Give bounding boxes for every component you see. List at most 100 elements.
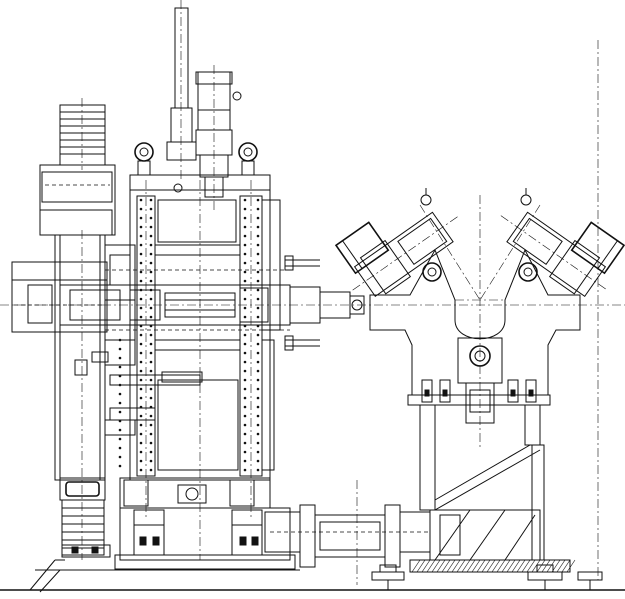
bolt-dot xyxy=(243,288,247,292)
bolt-dot xyxy=(256,216,260,220)
hatch-line xyxy=(471,559,481,573)
bolt-dot xyxy=(256,378,260,382)
bolt-dot xyxy=(139,297,143,301)
bolt-dot xyxy=(118,437,122,441)
hatch-line xyxy=(466,559,476,573)
bolt-dot xyxy=(149,315,153,319)
bolt-dot xyxy=(256,432,260,436)
hatch-line xyxy=(446,559,456,573)
bolt-dot xyxy=(118,410,122,414)
bolt-dot xyxy=(118,356,122,360)
bolt-dot xyxy=(256,414,260,418)
hatch-line xyxy=(431,559,441,573)
bolt-dot xyxy=(139,333,143,337)
bolt-dot xyxy=(243,198,247,202)
bolt-dot xyxy=(149,342,153,346)
v-head-left-motor xyxy=(334,221,390,275)
bolt-dot xyxy=(256,306,260,310)
bolt-dot xyxy=(243,252,247,256)
hatch-line xyxy=(436,559,446,573)
bolt-dot xyxy=(256,207,260,211)
bolt-dot xyxy=(243,351,247,355)
bolt-dot xyxy=(149,252,153,256)
bolt-dot xyxy=(139,387,143,391)
bolt-dot xyxy=(149,414,153,418)
bolt-dot xyxy=(243,234,247,238)
bolt-dot xyxy=(243,387,247,391)
hatch-line xyxy=(511,559,521,573)
bolt-dot xyxy=(139,369,143,373)
bolt-dot xyxy=(256,396,260,400)
v-head-pivots xyxy=(419,188,541,301)
bolt-dot xyxy=(256,234,260,238)
bolt-dot xyxy=(243,270,247,274)
frame-step-plate xyxy=(109,374,201,421)
main-frame xyxy=(129,174,271,560)
bolt-dot xyxy=(118,455,122,459)
spindle-nose xyxy=(284,255,365,351)
hatch-line xyxy=(476,559,486,573)
bolt-dot xyxy=(256,441,260,445)
bolt-dot xyxy=(243,405,247,409)
bolt-dot xyxy=(139,207,143,211)
bolt-dot xyxy=(149,351,153,355)
bolt-dot xyxy=(139,459,143,463)
bolt-dot xyxy=(149,279,153,283)
bolt-dot xyxy=(139,225,143,229)
bolt-dot xyxy=(149,396,153,400)
bolt-dot xyxy=(149,468,153,472)
left-plate-stack xyxy=(59,98,106,170)
bolt-dot xyxy=(243,333,247,337)
bolt-dot xyxy=(256,252,260,256)
frame-right-plate xyxy=(261,199,281,471)
v-head-clamps xyxy=(407,379,551,406)
hatch-line xyxy=(556,559,566,573)
bolt-dot xyxy=(243,432,247,436)
horizontal-spindle xyxy=(0,269,625,331)
bolt-dot xyxy=(256,198,260,202)
bolt-dot xyxy=(256,450,260,454)
bolt-dot xyxy=(256,423,260,427)
bolt-dot xyxy=(256,387,260,391)
bolt-dot xyxy=(149,378,153,382)
bolt-dot xyxy=(243,468,247,472)
hatch-line xyxy=(531,559,541,573)
bolt-dot xyxy=(139,198,143,202)
bolt-dot xyxy=(256,225,260,229)
hatch-line xyxy=(421,559,431,573)
hatch-line xyxy=(526,559,536,573)
bolt-dot xyxy=(118,365,122,369)
hatch-line xyxy=(566,559,576,573)
hatch-line xyxy=(441,559,451,573)
hatch-line xyxy=(501,559,511,573)
bolt-dot xyxy=(139,423,143,427)
hatch-line xyxy=(496,559,506,573)
bolt-dot xyxy=(243,423,247,427)
hatch-line xyxy=(426,559,436,573)
bolt-dot xyxy=(243,378,247,382)
bolt-dot xyxy=(256,297,260,301)
bolt-dot xyxy=(256,279,260,283)
hatch-line xyxy=(521,559,531,573)
bolt-dot xyxy=(256,351,260,355)
bolt-dot xyxy=(149,423,153,427)
ground-line xyxy=(0,559,625,593)
bolt-dot xyxy=(149,216,153,220)
frame-base xyxy=(114,477,296,570)
bolt-dot xyxy=(139,396,143,400)
bolt-dot xyxy=(256,342,260,346)
bolt-dot xyxy=(243,360,247,364)
bolt-dot xyxy=(256,405,260,409)
lifting-eyes xyxy=(134,142,258,176)
bolt-dot xyxy=(139,441,143,445)
hatch-line xyxy=(451,559,461,573)
bolt-dot xyxy=(243,459,247,463)
bolt-dot xyxy=(139,351,143,355)
hatch-line xyxy=(546,559,556,573)
bolt-dot xyxy=(256,243,260,247)
bolt-dot xyxy=(256,369,260,373)
bolt-dot xyxy=(243,243,247,247)
bolt-dot xyxy=(139,243,143,247)
bolt-dot xyxy=(118,347,122,351)
